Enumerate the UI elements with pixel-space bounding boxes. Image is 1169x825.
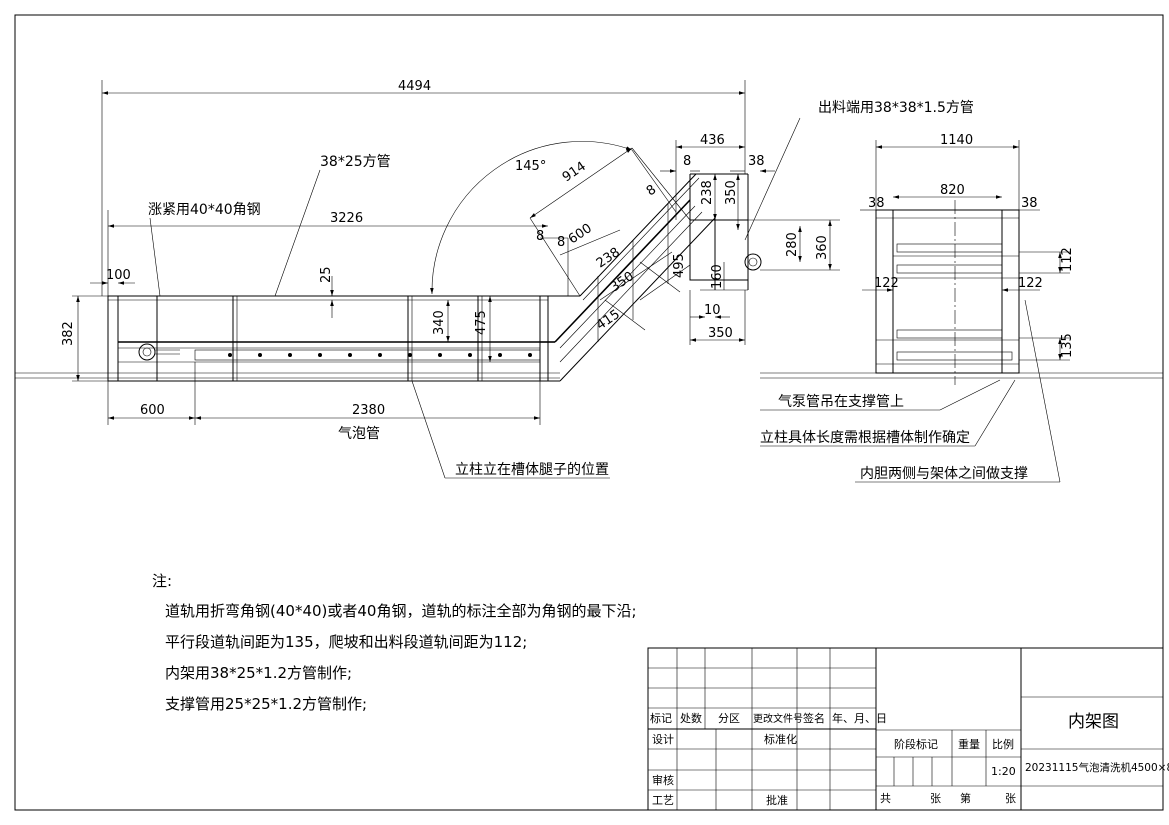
dim-145-angle: 145° (515, 159, 546, 174)
dim-350-c: 350 (708, 326, 733, 341)
tb-drawing-number: 20231115气泡清洗机4500×800 (1025, 761, 1169, 774)
dim-280: 280 (785, 232, 800, 257)
tb-standardize: 标准化 (764, 732, 797, 746)
dim-914: 914 (560, 159, 589, 185)
bubble-tube (194, 349, 541, 361)
tb-sheet: 张 (1005, 792, 1016, 805)
tb-review: 审核 (652, 773, 674, 787)
dim-38-b: 38 (868, 196, 885, 211)
dim-100: 100 (106, 268, 131, 283)
tb-scale-value: 1:20 (991, 765, 1016, 778)
dim-495: 495 (672, 253, 687, 278)
dim-238-b: 238 (594, 245, 623, 271)
dim-2380: 2380 (352, 403, 385, 418)
dim-3226: 3226 (330, 211, 363, 226)
label-column-length: 立柱具体长度需根据槽体制作确定 (760, 430, 970, 446)
dim-4494: 4494 (398, 79, 431, 94)
label-inner-support: 内胆两侧与架体之间做支撑 (860, 466, 1028, 482)
tb-scale: 比例 (992, 737, 1014, 751)
dim-238-a: 238 (700, 180, 715, 205)
dim-475: 475 (474, 310, 489, 335)
outlet-sprocket (744, 253, 762, 271)
end-view (760, 140, 1070, 483)
dim-8-b: 8 (557, 235, 565, 250)
dim-8-d: 8 (683, 154, 691, 169)
tb-process: 工艺 (652, 794, 674, 807)
dim-8-a: 8 (536, 229, 544, 244)
side-view (15, 80, 1163, 479)
tb-zone: 分区 (718, 712, 740, 725)
dim-122-b: 122 (1018, 276, 1043, 291)
angle-arc (430, 141, 633, 295)
dim-1140: 1140 (940, 133, 973, 148)
tb-drawing-name: 内架图 (1068, 712, 1119, 732)
note-line-3: 内架用38*25*1.2方管制作; (165, 664, 353, 682)
dim-112: 112 (1060, 247, 1075, 272)
dim-122-a: 122 (874, 276, 899, 291)
dim-10: 10 (704, 303, 721, 318)
title-block: 标记 处数 分区 更改文件号 签名 年、月、日 设计 标准化 阶段标记 重量 比… (647, 647, 1169, 811)
dim-38-c: 38 (1021, 196, 1038, 211)
note-line-4: 支撑管用25*25*1.2方管制作; (165, 695, 368, 713)
end-frame-outline (875, 209, 1020, 374)
tb-sheets: 张 (930, 792, 941, 805)
dim-436: 436 (700, 133, 725, 148)
tb-approve: 批准 (766, 793, 788, 807)
dim-360: 360 (815, 235, 830, 260)
tb-change-doc: 更改文件号 (753, 712, 803, 725)
tb-weight: 重量 (958, 737, 980, 751)
tb-count: 处数 (680, 712, 702, 725)
label-square-tube: 38*25方管 (320, 154, 391, 170)
annotation-labels: 出料端用38*38*1.5方管 38*25方管 涨紧用40*40角钢 气泡管 立… (148, 100, 1028, 482)
label-column-position: 立柱立在槽体腿子的位置 (455, 462, 609, 478)
tb-design: 设计 (652, 733, 674, 746)
dim-350-b: 350 (608, 269, 637, 295)
flat-frame-outline (107, 295, 549, 382)
note-line-2: 平行段道轨间距为135，爬坡和出料段道轨间距为112; (165, 633, 528, 651)
dim-340: 340 (432, 310, 447, 335)
drawing-border (14, 14, 1164, 811)
label-air-pump: 气泵管吊在支撑管上 (778, 394, 904, 410)
dim-135: 135 (1060, 333, 1075, 358)
notes-title: 注: (152, 572, 173, 590)
dim-160: 160 (710, 264, 725, 289)
note-line-1: 道轨用折弯角钢(40*40)或者40角钢，道轨的标注全部为角钢的最下沿; (165, 602, 637, 620)
tb-sheet-no: 第 (960, 791, 971, 805)
dim-350-a: 350 (724, 180, 739, 205)
dim-382: 382 (61, 321, 76, 346)
dim-600: 600 (140, 403, 165, 418)
label-outlet-tube: 出料端用38*38*1.5方管 (818, 100, 974, 116)
dim-25: 25 (319, 266, 334, 283)
label-tension-angle: 涨紧用40*40角钢 (148, 202, 261, 218)
label-bubble-tube: 气泡管 (338, 426, 380, 442)
tension-sprocket (138, 343, 156, 361)
tb-date: 年、月、日 (832, 711, 887, 725)
rail-incline (554, 199, 691, 343)
dim-820: 820 (940, 183, 965, 198)
tb-stage-mark: 阶段标记 (894, 737, 938, 751)
dim-38-a: 38 (748, 154, 765, 169)
tb-total: 共 (880, 792, 891, 805)
dim-600-upper: 600 (566, 221, 595, 247)
tb-mark: 标记 (650, 711, 672, 725)
tb-signature: 签名 (803, 711, 825, 725)
